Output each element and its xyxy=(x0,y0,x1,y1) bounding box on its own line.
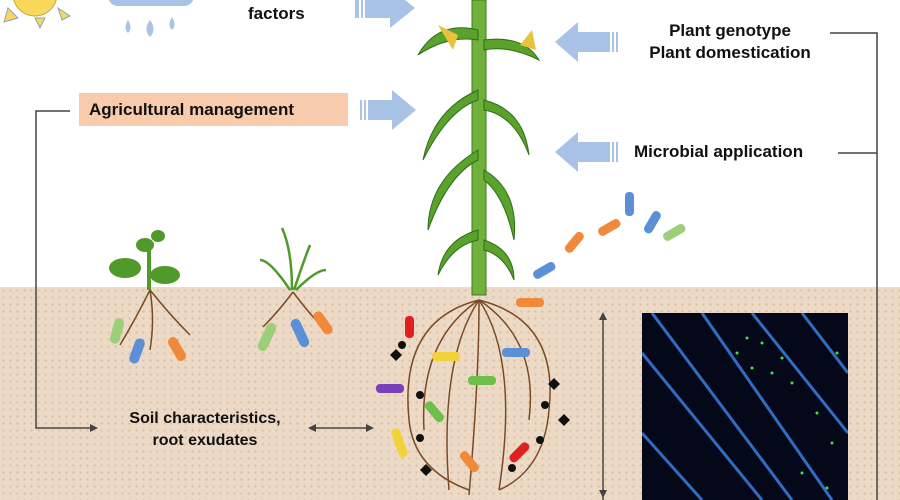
bacterium-icon xyxy=(257,322,277,352)
bacteria-illustrations xyxy=(109,192,686,473)
bacterium-icon xyxy=(468,376,496,385)
sun-icon xyxy=(3,0,71,30)
bacterium-icon xyxy=(459,451,479,473)
soil-characteristics-label: Soil characteristics, xyxy=(129,410,281,427)
bacterium-icon xyxy=(564,231,584,253)
bacterium-icon xyxy=(516,298,544,307)
bacterium-icon xyxy=(643,211,661,234)
bacterium-icon xyxy=(598,218,621,236)
bacterium-icon xyxy=(391,428,408,458)
bacterium-icon xyxy=(663,223,686,241)
influence-arrows xyxy=(355,0,618,172)
root-exudates-label: root exudates xyxy=(152,432,258,449)
arrow-right-icon xyxy=(355,0,415,28)
microscopy-image xyxy=(642,313,848,500)
plant-genotype-label: Plant genotype xyxy=(669,21,791,40)
seedling-illustration xyxy=(109,230,180,290)
connector-lines xyxy=(35,32,878,500)
bacterium-icon xyxy=(502,348,530,357)
arrow-right-icon xyxy=(360,90,416,130)
bacterium-icon xyxy=(168,337,186,361)
bacterium-icon xyxy=(509,442,530,463)
bacterium-icon xyxy=(376,384,404,393)
bacterium-icon xyxy=(109,318,125,344)
bacterium-icon xyxy=(432,352,460,361)
confocal-root-image xyxy=(642,313,848,500)
roots-illustration xyxy=(119,289,551,496)
bacterium-icon xyxy=(533,261,556,279)
arrowheads xyxy=(90,312,607,498)
exudate-markers xyxy=(390,341,570,476)
bacterium-icon xyxy=(313,311,333,335)
maize-plant-illustration xyxy=(417,0,541,296)
plant-domestication-label: Plant domestication xyxy=(649,43,811,62)
bacterium-icon xyxy=(625,192,634,216)
bacterium-icon xyxy=(129,338,145,364)
rain-cloud-icon xyxy=(108,0,194,37)
grass-illustration xyxy=(259,227,327,291)
microbial-application-label: Microbial application xyxy=(634,142,804,161)
bacterium-icon xyxy=(424,401,444,423)
agricultural-management-label: Agricultural management xyxy=(79,93,348,126)
bacterium-icon xyxy=(290,318,310,348)
environment-factors-label: factors xyxy=(248,4,305,23)
bacterium-icon xyxy=(405,316,414,338)
arrow-left-icon xyxy=(555,22,618,62)
arrow-left-icon xyxy=(555,132,618,172)
